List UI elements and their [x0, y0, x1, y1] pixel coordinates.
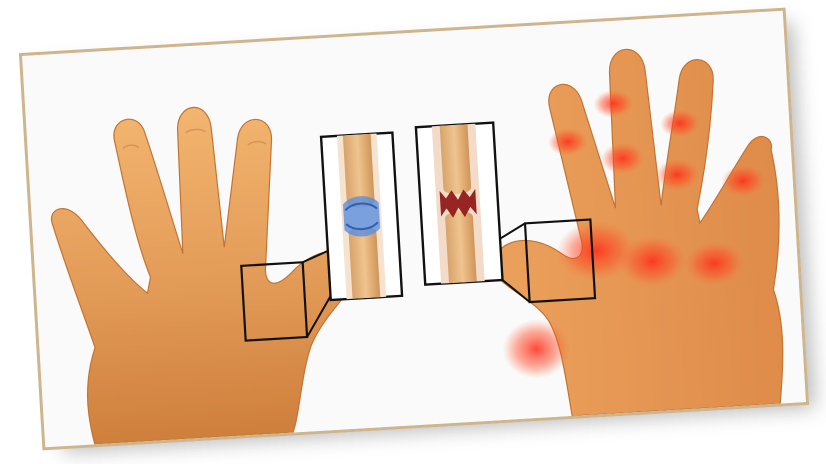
hand-illustration [22, 11, 806, 448]
photo-card [19, 8, 809, 451]
affected-joint-inset [416, 123, 503, 285]
healthy-joint-inset [321, 133, 402, 300]
